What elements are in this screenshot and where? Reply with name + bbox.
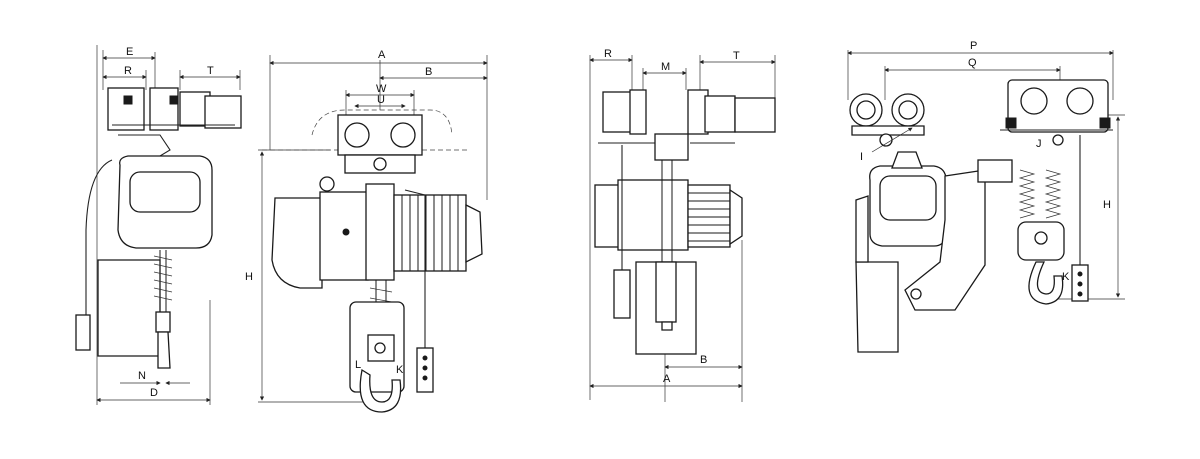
label-e: E bbox=[126, 46, 133, 58]
suspension-ring bbox=[319, 176, 335, 192]
pendant-cable bbox=[85, 159, 113, 315]
label-t: T bbox=[733, 50, 740, 62]
label-b: B bbox=[700, 354, 707, 366]
main-body bbox=[617, 179, 689, 251]
pendant-cable bbox=[404, 189, 426, 348]
motor-fins bbox=[687, 184, 731, 248]
label-p: P bbox=[970, 40, 977, 52]
trolley-motor bbox=[734, 97, 776, 133]
label-t: T bbox=[207, 65, 214, 77]
label-h: H bbox=[1103, 199, 1111, 211]
hook bbox=[157, 331, 171, 369]
label-h: H bbox=[245, 271, 253, 283]
label-k: K bbox=[396, 364, 404, 376]
hook bbox=[359, 368, 402, 413]
trolley-wheel-left bbox=[107, 87, 145, 131]
view-3-side-hoist: R M T B A N bbox=[589, 48, 776, 402]
label-m: M bbox=[661, 61, 670, 73]
chain-bucket bbox=[855, 261, 899, 353]
view-1-side-hoist: E R T N D bbox=[75, 45, 242, 405]
label-i: I bbox=[860, 151, 863, 163]
label-r: R bbox=[604, 48, 612, 60]
view-4-trolley-hoist: P Q H I J bbox=[847, 40, 1125, 353]
view-2-front-hoist: A B W U H bbox=[245, 49, 488, 413]
gear-housing bbox=[271, 197, 323, 289]
load-chain bbox=[661, 160, 673, 265]
load-chain bbox=[1018, 169, 1062, 219]
hook bbox=[1028, 261, 1064, 305]
label-k: K bbox=[1062, 271, 1070, 283]
label-d: D bbox=[150, 387, 158, 399]
label-j: J bbox=[1036, 138, 1042, 150]
label-a: A bbox=[663, 373, 671, 385]
label-u: U bbox=[377, 94, 385, 106]
label-r: R bbox=[124, 65, 132, 77]
load-chain bbox=[153, 250, 173, 312]
pendant-switch bbox=[613, 269, 631, 319]
label-a: A bbox=[378, 49, 386, 61]
trolley-motor bbox=[204, 95, 242, 129]
label-b: B bbox=[425, 66, 432, 78]
main-body bbox=[319, 191, 369, 281]
label-q: Q bbox=[968, 57, 977, 69]
label-l: L bbox=[355, 359, 361, 371]
pendant-switch bbox=[75, 314, 91, 351]
hook bbox=[661, 321, 673, 331]
chain-bucket bbox=[97, 259, 161, 357]
label-w: W bbox=[376, 83, 387, 95]
trolley-wheel-left bbox=[602, 91, 632, 133]
motor-fins bbox=[393, 194, 467, 272]
label-n: N bbox=[138, 370, 146, 382]
